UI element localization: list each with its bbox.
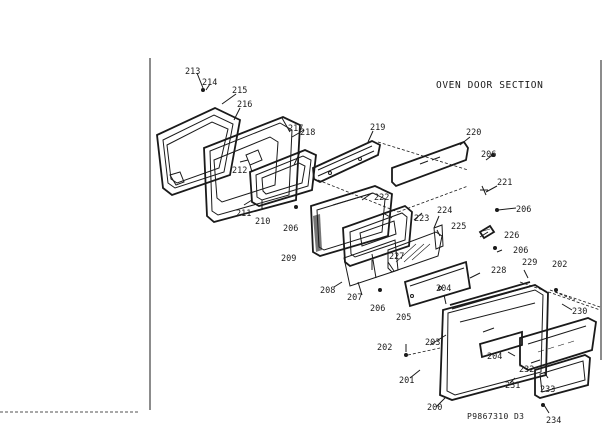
label-204-b: 204 [487, 352, 502, 362]
part-220-vent-baffle [391, 140, 469, 188]
dashed-guide-219-220 [317, 141, 469, 213]
screw-202-b [554, 288, 558, 292]
label-216: 216 [237, 100, 252, 110]
label-206-a: 206 [283, 224, 298, 234]
label-214: 214 [202, 78, 217, 88]
label-209: 209 [281, 254, 296, 264]
part-205-bottom-trim [403, 260, 472, 308]
label-210: 210 [255, 217, 270, 227]
screw-221 [480, 185, 488, 196]
label-223: 223 [414, 214, 429, 224]
leader-lines [196, 72, 573, 414]
label-213: 213 [185, 67, 200, 77]
part-204-top-rail [449, 281, 533, 310]
label-234: 234 [546, 416, 561, 426]
label-225: 225 [451, 222, 466, 232]
label-218: 218 [300, 128, 315, 138]
part-227-inner-glass [387, 231, 443, 273]
label-212: 212 [232, 166, 247, 176]
screw-213 [201, 88, 205, 92]
label-233: 233 [540, 385, 555, 395]
label-215: 215 [232, 86, 247, 96]
screw-206-a [294, 205, 298, 209]
part-233-lower-glass [534, 354, 591, 399]
screw-206-e [378, 288, 382, 292]
label-228: 228 [491, 266, 506, 276]
part-209-door-liner [310, 185, 393, 257]
screw-202-a [404, 353, 408, 357]
label-232: 232 [519, 365, 534, 375]
part-217-inner-door-panel [203, 116, 301, 223]
label-204-a: 204 [436, 284, 451, 294]
label-224: 224 [437, 206, 452, 216]
label-230: 230 [572, 307, 587, 317]
screw-234 [541, 403, 545, 407]
dashed-guide-202-door [407, 291, 576, 356]
label-203: 203 [425, 338, 440, 348]
drawing-code: P9867310 D3 [467, 412, 524, 421]
label-211: 211 [236, 209, 251, 219]
label-226: 226 [504, 231, 519, 241]
label-206-b: 206 [481, 150, 496, 160]
label-220: 220 [466, 128, 481, 138]
part-215-outer-glass-frame [156, 107, 242, 197]
label-208: 208 [320, 286, 335, 296]
label-207: 207 [347, 293, 362, 303]
label-202-a: 202 [377, 343, 392, 353]
section-title: OVEN DOOR SECTION [436, 80, 543, 91]
screw-229 [523, 269, 529, 279]
dashed-guide-229-230 [519, 281, 601, 311]
label-200: 200 [427, 403, 442, 413]
part-231-control-trim [519, 317, 597, 371]
label-231: 231 [505, 381, 520, 391]
label-202-b: 202 [552, 260, 567, 270]
label-206-c: 206 [516, 205, 531, 215]
label-205: 205 [396, 313, 411, 323]
part-226-hinge-clip [478, 224, 496, 240]
label-222: 222 [374, 193, 389, 203]
screw-206-d [493, 246, 497, 250]
label-206-e: 206 [370, 304, 385, 314]
label-217: 217 [288, 124, 303, 134]
part-225-bracket [433, 224, 444, 250]
part-219-vent-channel [312, 140, 382, 183]
part-218-glass-pack [249, 149, 317, 207]
label-219: 219 [370, 123, 385, 133]
label-206-d: 206 [513, 246, 528, 256]
label-229: 229 [522, 258, 537, 268]
label-221: 221 [497, 178, 512, 188]
label-201: 201 [399, 376, 414, 386]
screw-206-c [495, 208, 499, 212]
label-227: 227 [389, 252, 404, 262]
